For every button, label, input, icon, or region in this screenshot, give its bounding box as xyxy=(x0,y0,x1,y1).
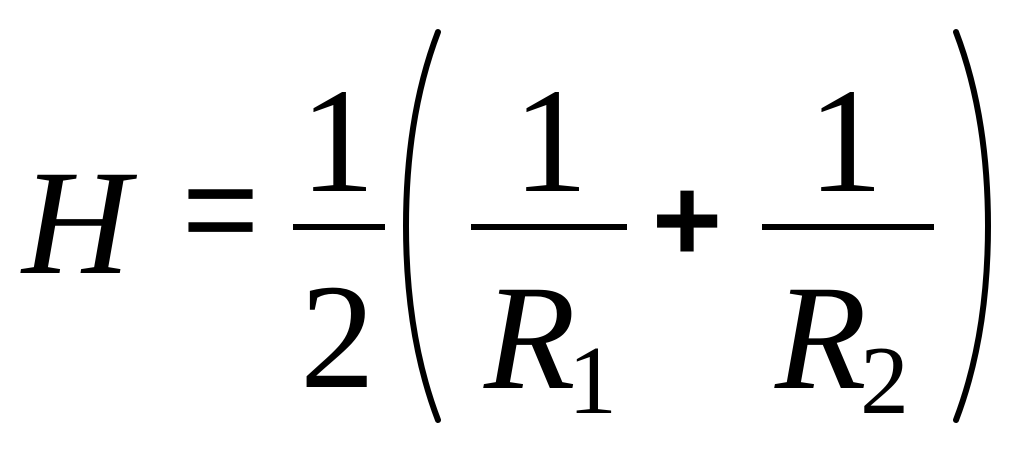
term2-variable-r: R xyxy=(775,255,867,421)
term1-variable-r: R xyxy=(484,255,576,421)
term2-subscript: 2 xyxy=(860,327,909,435)
right-parenthesis xyxy=(953,29,992,423)
plus-sign: + xyxy=(652,153,723,287)
half-numerator: 1 xyxy=(300,58,375,224)
half-fraction-bar xyxy=(293,224,385,230)
term2-fraction-bar xyxy=(762,224,934,230)
left-parenthesis xyxy=(402,29,441,423)
term1-subscript: 1 xyxy=(568,327,617,435)
term1-numerator: 1 xyxy=(513,58,588,224)
term2-numerator: 1 xyxy=(808,58,883,224)
half-denominator: 2 xyxy=(300,254,375,420)
equals-sign: = xyxy=(182,135,260,282)
term1-fraction-bar xyxy=(471,224,627,230)
variable-h: H xyxy=(22,140,131,306)
